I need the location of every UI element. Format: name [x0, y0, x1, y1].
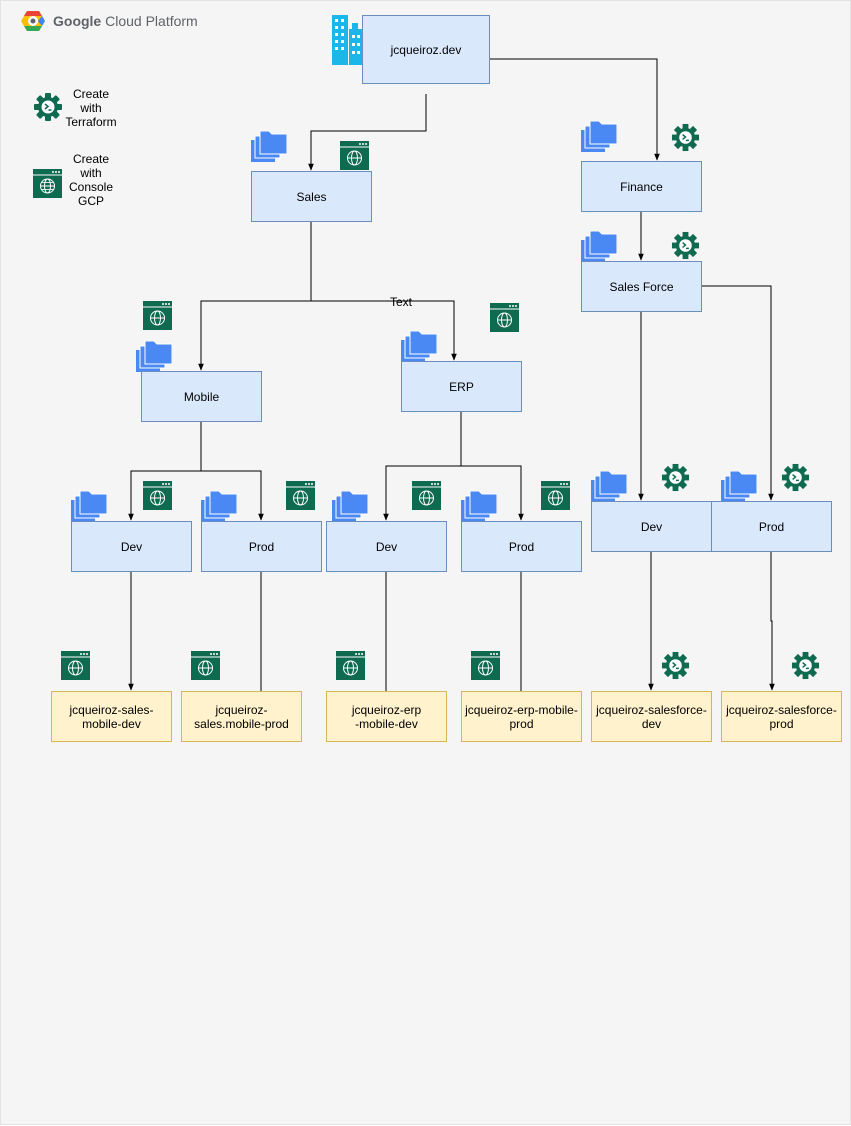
folder-erp-prod[interactable]: Prod: [461, 521, 582, 572]
folder-mobile-dev[interactable]: Dev: [71, 521, 192, 572]
folder-stack-icon: [332, 491, 368, 522]
gcp-brand-text: Google Cloud Platform: [53, 13, 198, 29]
folder-salesforce[interactable]: Sales Force: [581, 261, 702, 312]
folder-mobile-prod[interactable]: Prod: [201, 521, 322, 572]
folder-stack-icon: [71, 491, 107, 522]
terraform-gear-icon: [791, 651, 820, 680]
project-salesforce-dev[interactable]: jcqueiroz-salesforce- dev: [591, 691, 712, 742]
folder-stack-icon: [401, 331, 437, 362]
console-window-icon: [143, 301, 172, 330]
console-window-icon: [33, 169, 62, 198]
edge-salesforce-prod: [701, 285, 774, 501]
folder-stack-icon: [721, 471, 757, 502]
project-salesforce-prod[interactable]: jcqueiroz-salesforce- prod: [721, 691, 842, 742]
console-window-icon: [490, 303, 519, 332]
folder-stack-icon: [136, 341, 172, 372]
terraform-gear-icon: [671, 231, 700, 260]
console-window-icon: [191, 651, 220, 680]
folder-stack-icon: [581, 121, 617, 152]
edge-org-finance: [490, 58, 660, 161]
legend-console-label: Create with Console GCP: [68, 152, 114, 208]
console-window-icon: [412, 481, 441, 510]
project-sales-mobile-dev[interactable]: jcqueiroz-sales- mobile-dev: [51, 691, 172, 742]
edge-sales-erp: [311, 300, 457, 361]
edge-sales-mobile: [198, 221, 312, 371]
terraform-gear-icon: [661, 463, 690, 492]
folder-sales[interactable]: Sales: [251, 171, 372, 222]
project-sales-mobile-prod[interactable]: jcqueiroz- sales.mobile-prod: [181, 691, 302, 742]
console-window-icon: [286, 481, 315, 510]
folder-stack-icon: [591, 471, 627, 502]
edge-mobile-prod: [201, 470, 264, 521]
terraform-gear-icon: [34, 93, 62, 121]
gcp-header: Google Cloud Platform: [21, 9, 198, 33]
folder-salesforce-dev[interactable]: Dev: [591, 501, 712, 552]
folder-salesforce-prod[interactable]: Prod: [711, 501, 832, 552]
legend-terraform-label: Create with Terraform: [65, 87, 117, 129]
folder-stack-icon: [201, 491, 237, 522]
terraform-gear-icon: [661, 651, 690, 680]
folder-erp-dev[interactable]: Dev: [326, 521, 447, 572]
google-cloud-logo-icon: [21, 11, 45, 31]
folder-stack-icon: [251, 131, 287, 162]
edge-erp-prod: [461, 465, 524, 521]
edge-org-sales: [308, 94, 427, 171]
building-icon: [332, 15, 363, 65]
edge-mobile-dev: [128, 421, 202, 521]
console-window-icon: [340, 141, 369, 170]
org-node[interactable]: jcqueiroz.dev: [362, 15, 490, 84]
terraform-gear-icon: [671, 123, 700, 152]
edge-erp-dev: [383, 411, 462, 521]
console-window-icon: [61, 651, 90, 680]
console-window-icon: [143, 481, 172, 510]
folder-stack-icon: [581, 231, 617, 262]
folder-stack-icon: [461, 491, 497, 522]
folder-erp[interactable]: ERP: [401, 361, 522, 412]
terraform-gear-icon: [781, 463, 810, 492]
edge-label: Text: [390, 295, 413, 309]
console-window-icon: [471, 651, 500, 680]
console-window-icon: [541, 481, 570, 510]
project-erp-mobile-prod[interactable]: jcqueiroz-erp-mobile- prod: [461, 691, 582, 742]
console-window-icon: [336, 651, 365, 680]
edge-sfprod-project: [769, 551, 775, 691]
project-erp-mobile-dev[interactable]: jcqueiroz-erp -mobile-dev: [326, 691, 447, 742]
folder-mobile[interactable]: Mobile: [141, 371, 262, 422]
folder-finance[interactable]: Finance: [581, 161, 702, 212]
